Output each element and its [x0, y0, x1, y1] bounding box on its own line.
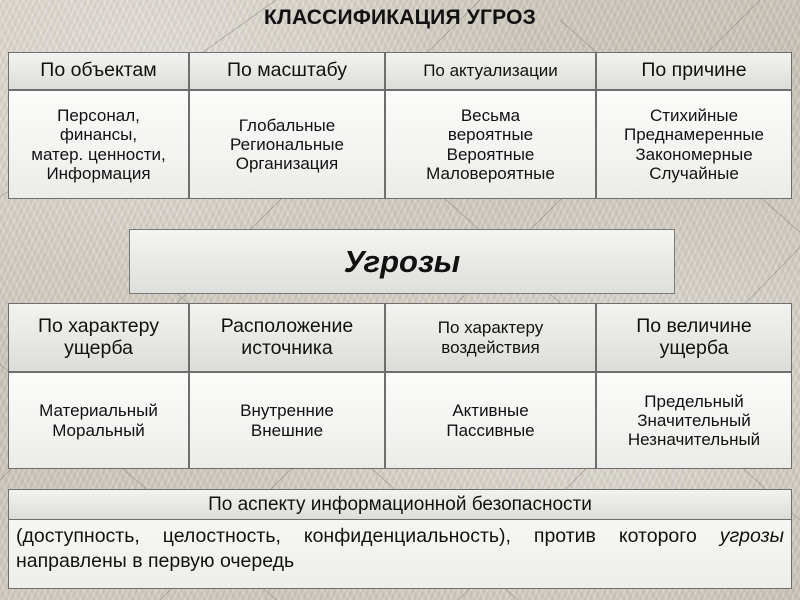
footer-block: По аспекту информационной безопасности (…	[8, 489, 792, 589]
center-threats-label: Угрозы	[129, 229, 675, 294]
bottom-header-impact-nature-line-2: воздействия	[441, 337, 540, 357]
top-cell-objects-line-3: матер. ценности,	[31, 144, 166, 164]
top-cell-objects: Персонал, финансы, матер. ценности, Инфо…	[8, 90, 189, 199]
footer-text: (доступность, целостность, конфиденциаль…	[8, 520, 792, 589]
footer-text-part1: (доступность, целостность, конфиденциаль…	[16, 525, 720, 547]
bottom-header-source-location-line-2: источника	[241, 336, 333, 359]
top-header-scale: По масштабу	[189, 52, 385, 90]
bottom-header-damage-size-line-1: По величине	[636, 314, 752, 337]
top-header-cause: По причине	[596, 52, 792, 90]
top-cell-cause-line-3: Закономерные	[635, 144, 753, 164]
top-cell-cause-line-4: Случайные	[649, 163, 739, 183]
page-title: КЛАССИФИКАЦИЯ УГРОЗ	[264, 6, 536, 29]
bottom-cell-damage-size: Предельный Значительный Незначительный	[596, 372, 792, 469]
top-cell-scale-line-3: Организация	[235, 154, 339, 174]
bottom-cell-damage-size-line-1: Предельный	[644, 391, 744, 411]
top-cell-objects-line-1: Персонал,	[57, 106, 140, 126]
bottom-header-damage-size: По величине ущерба	[596, 303, 792, 372]
footer-text-italic: угрозы	[719, 525, 784, 547]
top-cell-actualization: Весьма вероятные Вероятные Маловероятные	[385, 90, 596, 199]
bottom-cell-damage-nature-line-2: Моральный	[52, 420, 145, 440]
top-cell-actualization-line-1: Весьма	[460, 106, 521, 126]
bottom-cell-impact-nature: Активные Пассивные	[385, 372, 596, 469]
top-cell-scale-line-1: Глобальные	[238, 115, 336, 135]
top-table-body-row: Персонал, финансы, матер. ценности, Инфо…	[8, 90, 792, 199]
bottom-header-impact-nature-line-1: По характеру	[437, 318, 544, 338]
bottom-header-source-location-line-1: Расположение	[220, 314, 354, 337]
top-cell-cause: Стихийные Преднамеренные Закономерные Сл…	[596, 90, 792, 199]
top-header-objects: По объектам	[8, 52, 189, 90]
top-cell-cause-line-1: Стихийные	[649, 106, 739, 126]
bottom-table-header-row: По характеру ущерба Расположение источни…	[8, 303, 792, 372]
top-cell-cause-line-2: Преднамеренные	[623, 125, 765, 145]
top-cell-scale: Глобальные Региональные Организация	[189, 90, 385, 199]
top-cell-objects-line-4: Информация	[46, 163, 151, 183]
top-cell-actualization-line-3: Вероятные	[446, 144, 535, 164]
bottom-table-body-row: Материальный Моральный Внутренние Внешни…	[8, 372, 792, 469]
bottom-cell-impact-nature-line-1: Активные	[452, 401, 529, 421]
center-threats-box: Угрозы	[129, 229, 675, 294]
top-cell-actualization-line-4: Маловероятные	[426, 163, 555, 183]
bottom-cell-source-location-line-2: Внешние	[250, 420, 324, 440]
top-cell-objects-line-2: финансы,	[59, 125, 138, 145]
top-cell-actualization-line-2: вероятные	[447, 125, 534, 145]
bottom-header-damage-nature: По характеру ущерба	[8, 303, 189, 372]
threat-classification-bottom-table: По характеру ущерба Расположение источни…	[8, 303, 792, 469]
threat-classification-top-table: По объектам По масштабу По актуализации …	[8, 52, 792, 199]
bottom-cell-source-location-line-1: Внутренние	[240, 401, 334, 421]
bottom-cell-damage-size-line-2: Значительный	[637, 410, 751, 430]
footer-text-part2: направлены в первую очередь	[16, 549, 295, 572]
bottom-header-damage-nature-line-2: ущерба	[64, 336, 133, 359]
top-cell-scale-line-2: Региональные	[230, 134, 344, 154]
bottom-cell-damage-nature-line-1: Материальный	[39, 401, 158, 421]
bottom-cell-source-location: Внутренние Внешние	[189, 372, 385, 469]
bottom-header-impact-nature: По характеру воздействия	[385, 303, 596, 372]
bottom-cell-impact-nature-line-2: Пассивные	[446, 420, 535, 440]
bottom-header-damage-size-line-2: ущерба	[659, 336, 729, 359]
bottom-header-damage-nature-line-1: По характеру	[37, 314, 160, 337]
footer-heading: По аспекту информационной безопасности	[8, 489, 792, 520]
bottom-cell-damage-nature: Материальный Моральный	[8, 372, 189, 469]
bottom-header-source-location: Расположение источника	[189, 303, 385, 372]
top-table-header-row: По объектам По масштабу По актуализации …	[8, 52, 792, 90]
top-header-actualization: По актуализации	[385, 52, 596, 90]
bottom-cell-damage-size-line-3: Незначительный	[627, 430, 761, 450]
